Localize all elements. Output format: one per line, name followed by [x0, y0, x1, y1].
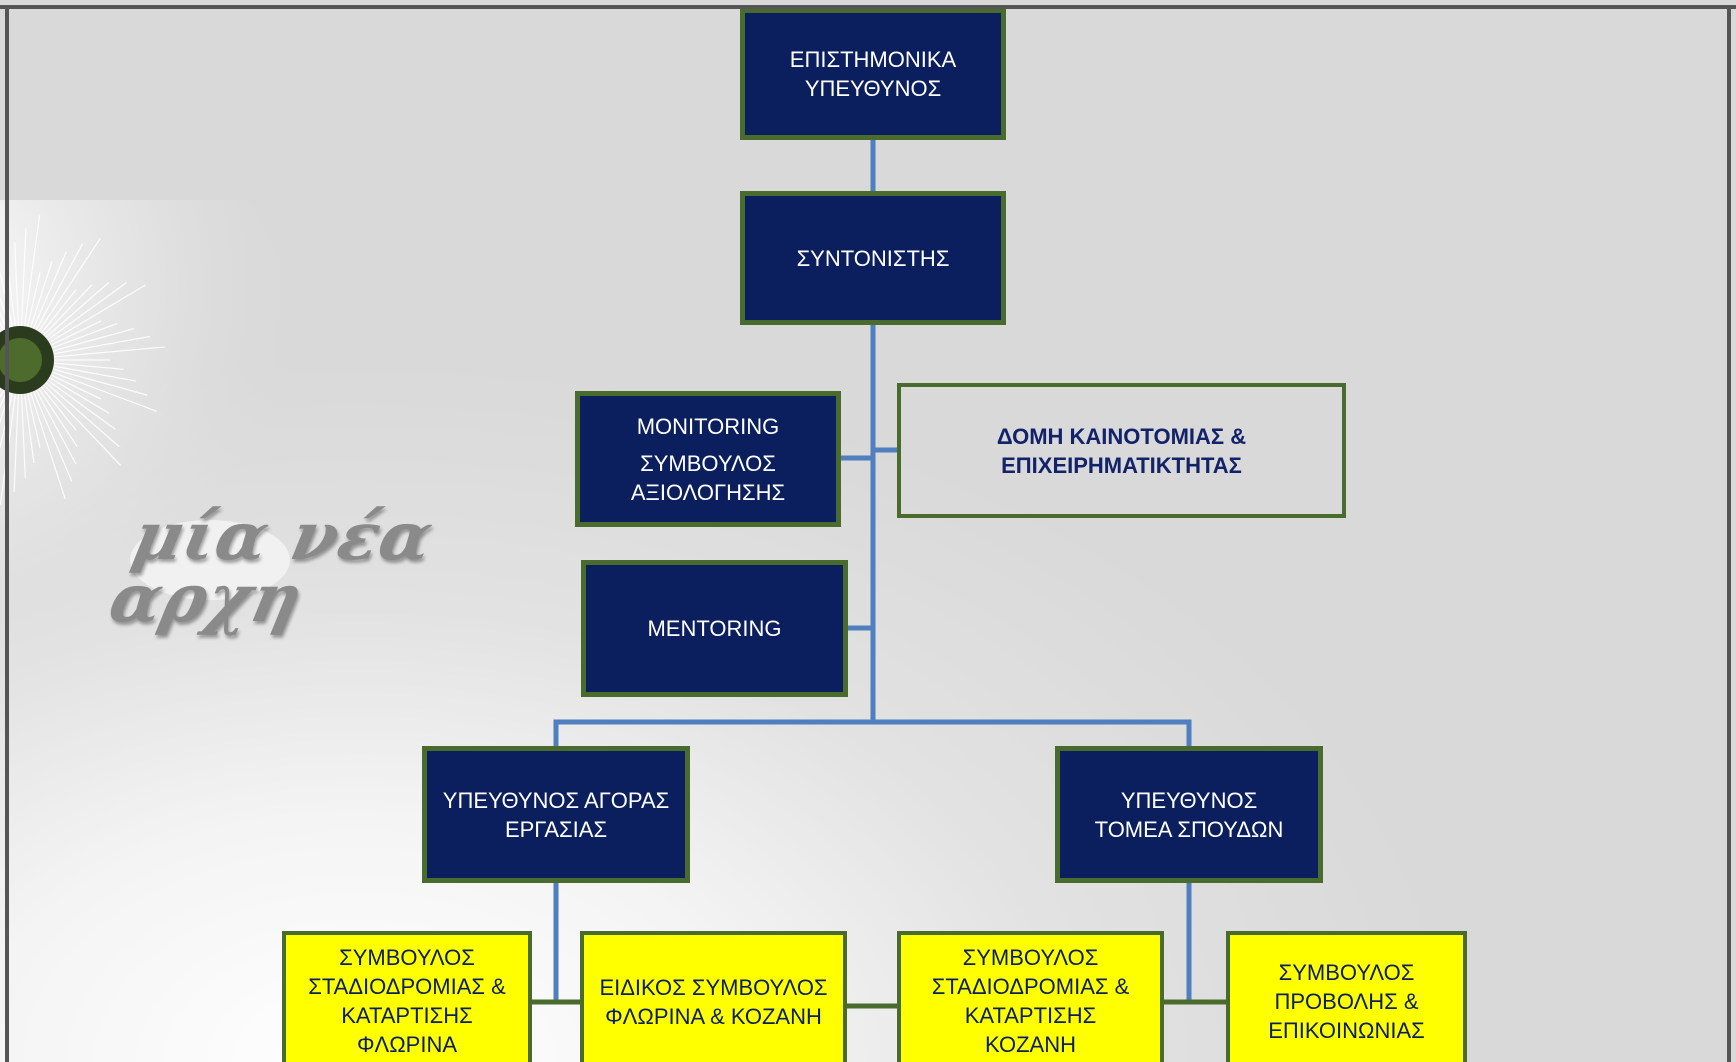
monitoring-title: MONITORING: [636, 413, 780, 439]
node-special-advisor: ΕΙΔΙΚΟΣ ΣΥΜΒΟΥΛΟΣ ΦΛΩΡΙΝΑ & ΚΟΖΑΝΗ: [580, 931, 847, 1062]
frame-border-top: [0, 5, 1736, 9]
node-coordinator: ΣΥΝΤΟΝΙΣΤΗΣ: [740, 191, 1006, 325]
frame-border-right: [1727, 5, 1731, 1062]
node-innovation: ΔΟΜΗ ΚΑΙΝΟΤΟΜΙΑΣ & ΕΠΙΧΕΙΡΗΜΑΤΙΚΤΗΤΑΣ: [897, 383, 1346, 518]
node-career-kozani: ΣΥΜΒΟΥΛΟΣ ΣΤΑΔΙΟΔΡΟΜΙΑΣ & ΚΑΤΑΡΤΙΣΗΣ ΚΟΖ…: [897, 931, 1164, 1062]
node-promotion: ΣΥΜΒΟΥΛΟΣ ΠΡΟΒΟΛΗΣ & ΕΠΙΚΟΙΝΩΝΙΑΣ: [1226, 931, 1467, 1062]
node-studies: ΥΠΕΥΘΥΝΟΣ ΤΟΜΕΑ ΣΠΟΥΔΩΝ: [1055, 746, 1323, 883]
frame-border-left: [5, 5, 9, 1062]
node-mentoring: MENTORING: [581, 560, 848, 697]
monitoring-subtitle: ΣΥΜΒΟΥΛΟΣ ΑΞΙΟΛΟΓΗΣΗΣ: [630, 450, 786, 505]
node-career-florina: ΣΥΜΒΟΥΛΟΣ ΣΤΑΔΙΟΔΡΟΜΙΑΣ & ΚΑΤΑΡΤΙΣΗΣ ΦΛΩ…: [282, 931, 532, 1062]
node-scientific-lead: ΕΠΙΣΤΗΜΟΝΙΚΑ ΥΠΕΥΘΥΝΟΣ: [740, 8, 1006, 140]
node-labor-market: ΥΠΕΥΘΥΝΟΣ ΑΓΟΡΑΣ ΕΡΓΑΣΙΑΣ: [422, 746, 690, 883]
connector-split: [553, 719, 1192, 746]
dandelion-image: [0, 200, 300, 610]
node-monitoring: MONITORING ΣΥΜΒΟΥΛΟΣ ΑΞΙΟΛΟΓΗΣΗΣ: [575, 391, 841, 527]
